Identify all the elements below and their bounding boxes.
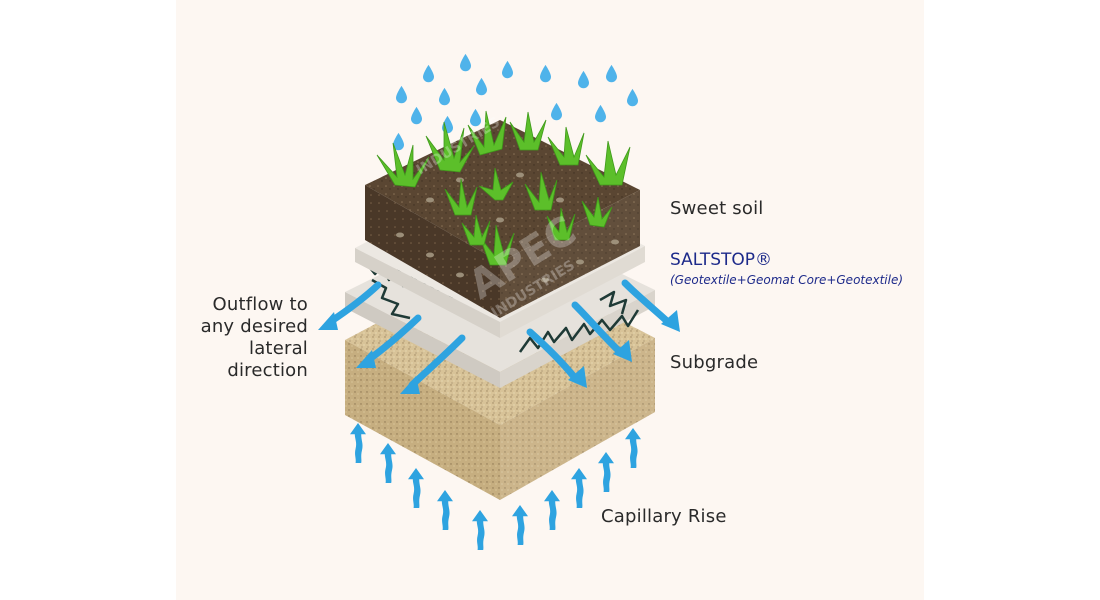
label-outflow-line3: lateral <box>249 338 308 359</box>
label-saltstop-title: SALTSTOP® <box>670 250 773 270</box>
label-sweet-soil: Sweet soil <box>670 198 764 219</box>
label-outflow-line4: direction <box>227 360 308 381</box>
plants <box>376 110 631 266</box>
label-outflow-line1: Outflow to <box>212 294 308 315</box>
outflow-arrowheads <box>318 310 680 394</box>
label-subgrade: Subgrade <box>670 352 759 373</box>
label-saltstop-subtitle: (Geotextile+Geomat Core+Geotextile) <box>670 273 904 287</box>
label-capillary-rise: Capillary Rise <box>601 506 727 527</box>
label-outflow: Outflow to any desired lateral direction <box>180 294 308 382</box>
label-outflow-line2: any desired <box>200 316 308 337</box>
